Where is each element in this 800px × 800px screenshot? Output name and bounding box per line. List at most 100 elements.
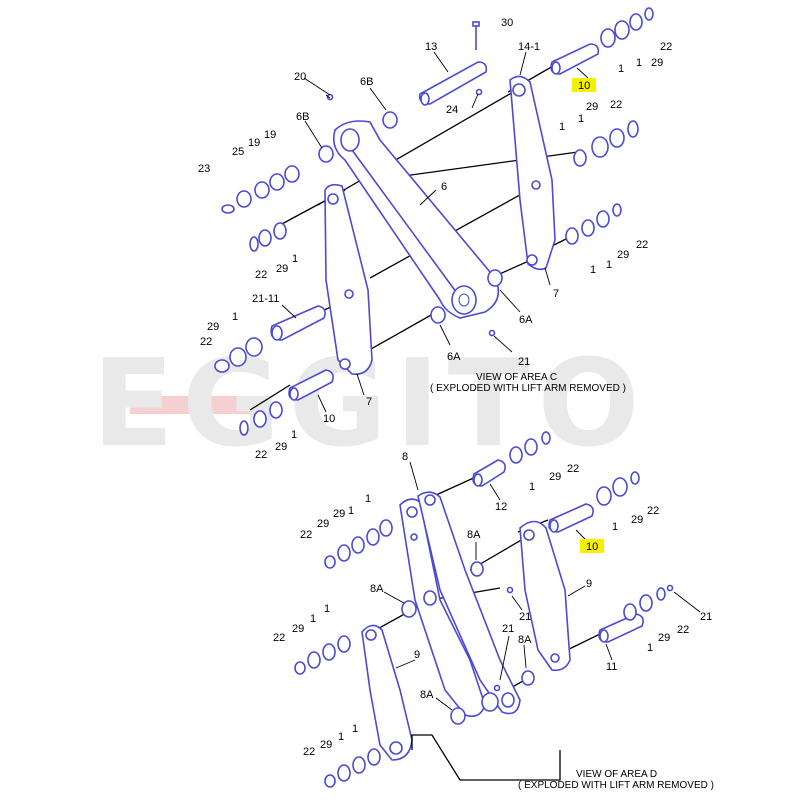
callout-10-highlighted: 10	[586, 541, 598, 553]
callout-8: 8	[402, 451, 408, 463]
callout-29: 29	[207, 321, 219, 333]
pin-10-d	[548, 503, 594, 533]
callout-25: 25	[232, 146, 244, 158]
callout-22: 22	[567, 463, 579, 475]
callout-22: 22	[660, 41, 672, 53]
callout-21: 21	[518, 356, 530, 368]
callout-1: 1	[348, 505, 354, 517]
callout-29: 29	[275, 441, 287, 453]
callout-22: 22	[300, 529, 312, 541]
caption-area-d-sub: ( EXPLODED WITH LIFT ARM REMOVED )	[518, 780, 714, 791]
callout-1: 1	[310, 613, 316, 625]
callout-19: 19	[264, 129, 276, 141]
callout-24: 24	[446, 104, 458, 116]
callout-30: 30	[501, 17, 513, 29]
area-d: 8 29 22 1 12 22 29 1 1 29 29 1 22 8A 10 …	[273, 431, 714, 791]
callout-7: 7	[366, 396, 372, 408]
callout-1: 1	[647, 642, 653, 654]
connector-line	[411, 734, 561, 781]
callout-1: 1	[529, 481, 535, 493]
callout-7: 7	[553, 288, 559, 300]
plate-7-left	[324, 183, 373, 376]
callout-22: 22	[303, 746, 315, 758]
washer-stacks-d	[294, 431, 674, 788]
pin-10-top	[550, 43, 600, 75]
callout-8a: 8A	[420, 689, 434, 701]
pin-21-11	[270, 305, 326, 341]
callout-6a: 6A	[519, 314, 533, 326]
callout-10: 10	[323, 413, 335, 425]
callout-1: 1	[232, 311, 238, 323]
callout-1: 1	[606, 259, 612, 271]
callout-10-highlighted: 10	[578, 80, 590, 92]
callout-12: 12	[495, 501, 507, 513]
callout-1: 1	[324, 603, 330, 615]
callout-22: 22	[610, 99, 622, 111]
pin-12	[472, 459, 506, 487]
callout-1: 1	[578, 113, 584, 125]
highlight-10-top	[572, 78, 596, 92]
callout-8a: 8A	[467, 529, 481, 541]
callout-22: 22	[255, 449, 267, 461]
callout-6a: 6A	[447, 351, 461, 363]
callout-29: 29	[320, 739, 332, 751]
arm-9-left	[361, 624, 413, 761]
callout-29: 29	[658, 632, 670, 644]
highlight-10-d	[580, 539, 604, 553]
callout-29: 29	[586, 101, 598, 113]
callout-22: 22	[677, 624, 689, 636]
callout-29: 29	[651, 57, 663, 69]
callout-6: 6	[441, 181, 447, 193]
callout-1: 1	[352, 723, 358, 735]
callout-29: 29	[276, 263, 288, 275]
callout-21: 21	[700, 611, 712, 623]
callout-19: 19	[248, 137, 260, 149]
callout-29: 29	[549, 471, 561, 483]
callout-21: 21	[519, 611, 531, 623]
callout-1: 1	[292, 253, 298, 265]
link-6	[332, 120, 500, 319]
callout-29: 29	[631, 514, 643, 526]
callout-22: 22	[255, 269, 267, 281]
callout-8a: 8A	[518, 634, 532, 646]
callout-1: 1	[618, 63, 624, 75]
callout-21: 21	[502, 623, 514, 635]
callout-23: 23	[198, 163, 210, 175]
callout-29: 29	[617, 249, 629, 261]
caption-area-c-sub: ( EXPLODED WITH LIFT ARM REMOVED )	[430, 383, 626, 394]
bolt-30	[472, 21, 480, 50]
callout-6b: 6B	[360, 76, 373, 88]
leaders-c	[281, 51, 589, 413]
arm-9-right	[519, 520, 571, 672]
callout-8a: 8A	[370, 583, 384, 595]
pin-13	[418, 61, 488, 106]
pin-10-bottom	[288, 369, 334, 401]
callout-22: 22	[647, 505, 659, 517]
callout-6b: 6B	[296, 111, 309, 123]
callouts-d: 8 29 22 1 12 22 29 1 1 29 29 1 22 8A 10 …	[273, 451, 712, 758]
leaders-d	[383, 461, 701, 711]
callout-1: 1	[612, 521, 618, 533]
callout-21-11: 21-11	[252, 293, 279, 305]
callout-29: 29	[317, 518, 329, 530]
caption-area-d-title: VIEW OF AREA D	[576, 769, 657, 780]
callout-22: 22	[200, 336, 212, 348]
link-8	[399, 491, 521, 718]
callout-1: 1	[590, 264, 596, 276]
callouts-c: 30 13 14-1 22 29 1 1 10 20 6B 24 6B 19 1…	[198, 17, 672, 461]
plate-7-right	[509, 75, 556, 271]
callout-1: 1	[636, 57, 642, 69]
callout-1: 1	[291, 429, 297, 441]
callout-13: 13	[425, 41, 437, 53]
callout-29: 29	[333, 508, 345, 520]
callout-11: 11	[606, 661, 617, 673]
area-c: 30 13 14-1 22 29 1 1 10 20 6B 24 6B 19 1…	[198, 7, 672, 461]
caption-area-c-title: VIEW OF AREA C	[476, 372, 557, 383]
callout-1: 1	[559, 121, 565, 133]
pin-11	[598, 613, 644, 643]
callout-9: 9	[414, 649, 420, 661]
callout-14-1: 14-1	[518, 41, 540, 53]
callout-22: 22	[273, 632, 285, 644]
callout-9: 9	[586, 578, 592, 590]
